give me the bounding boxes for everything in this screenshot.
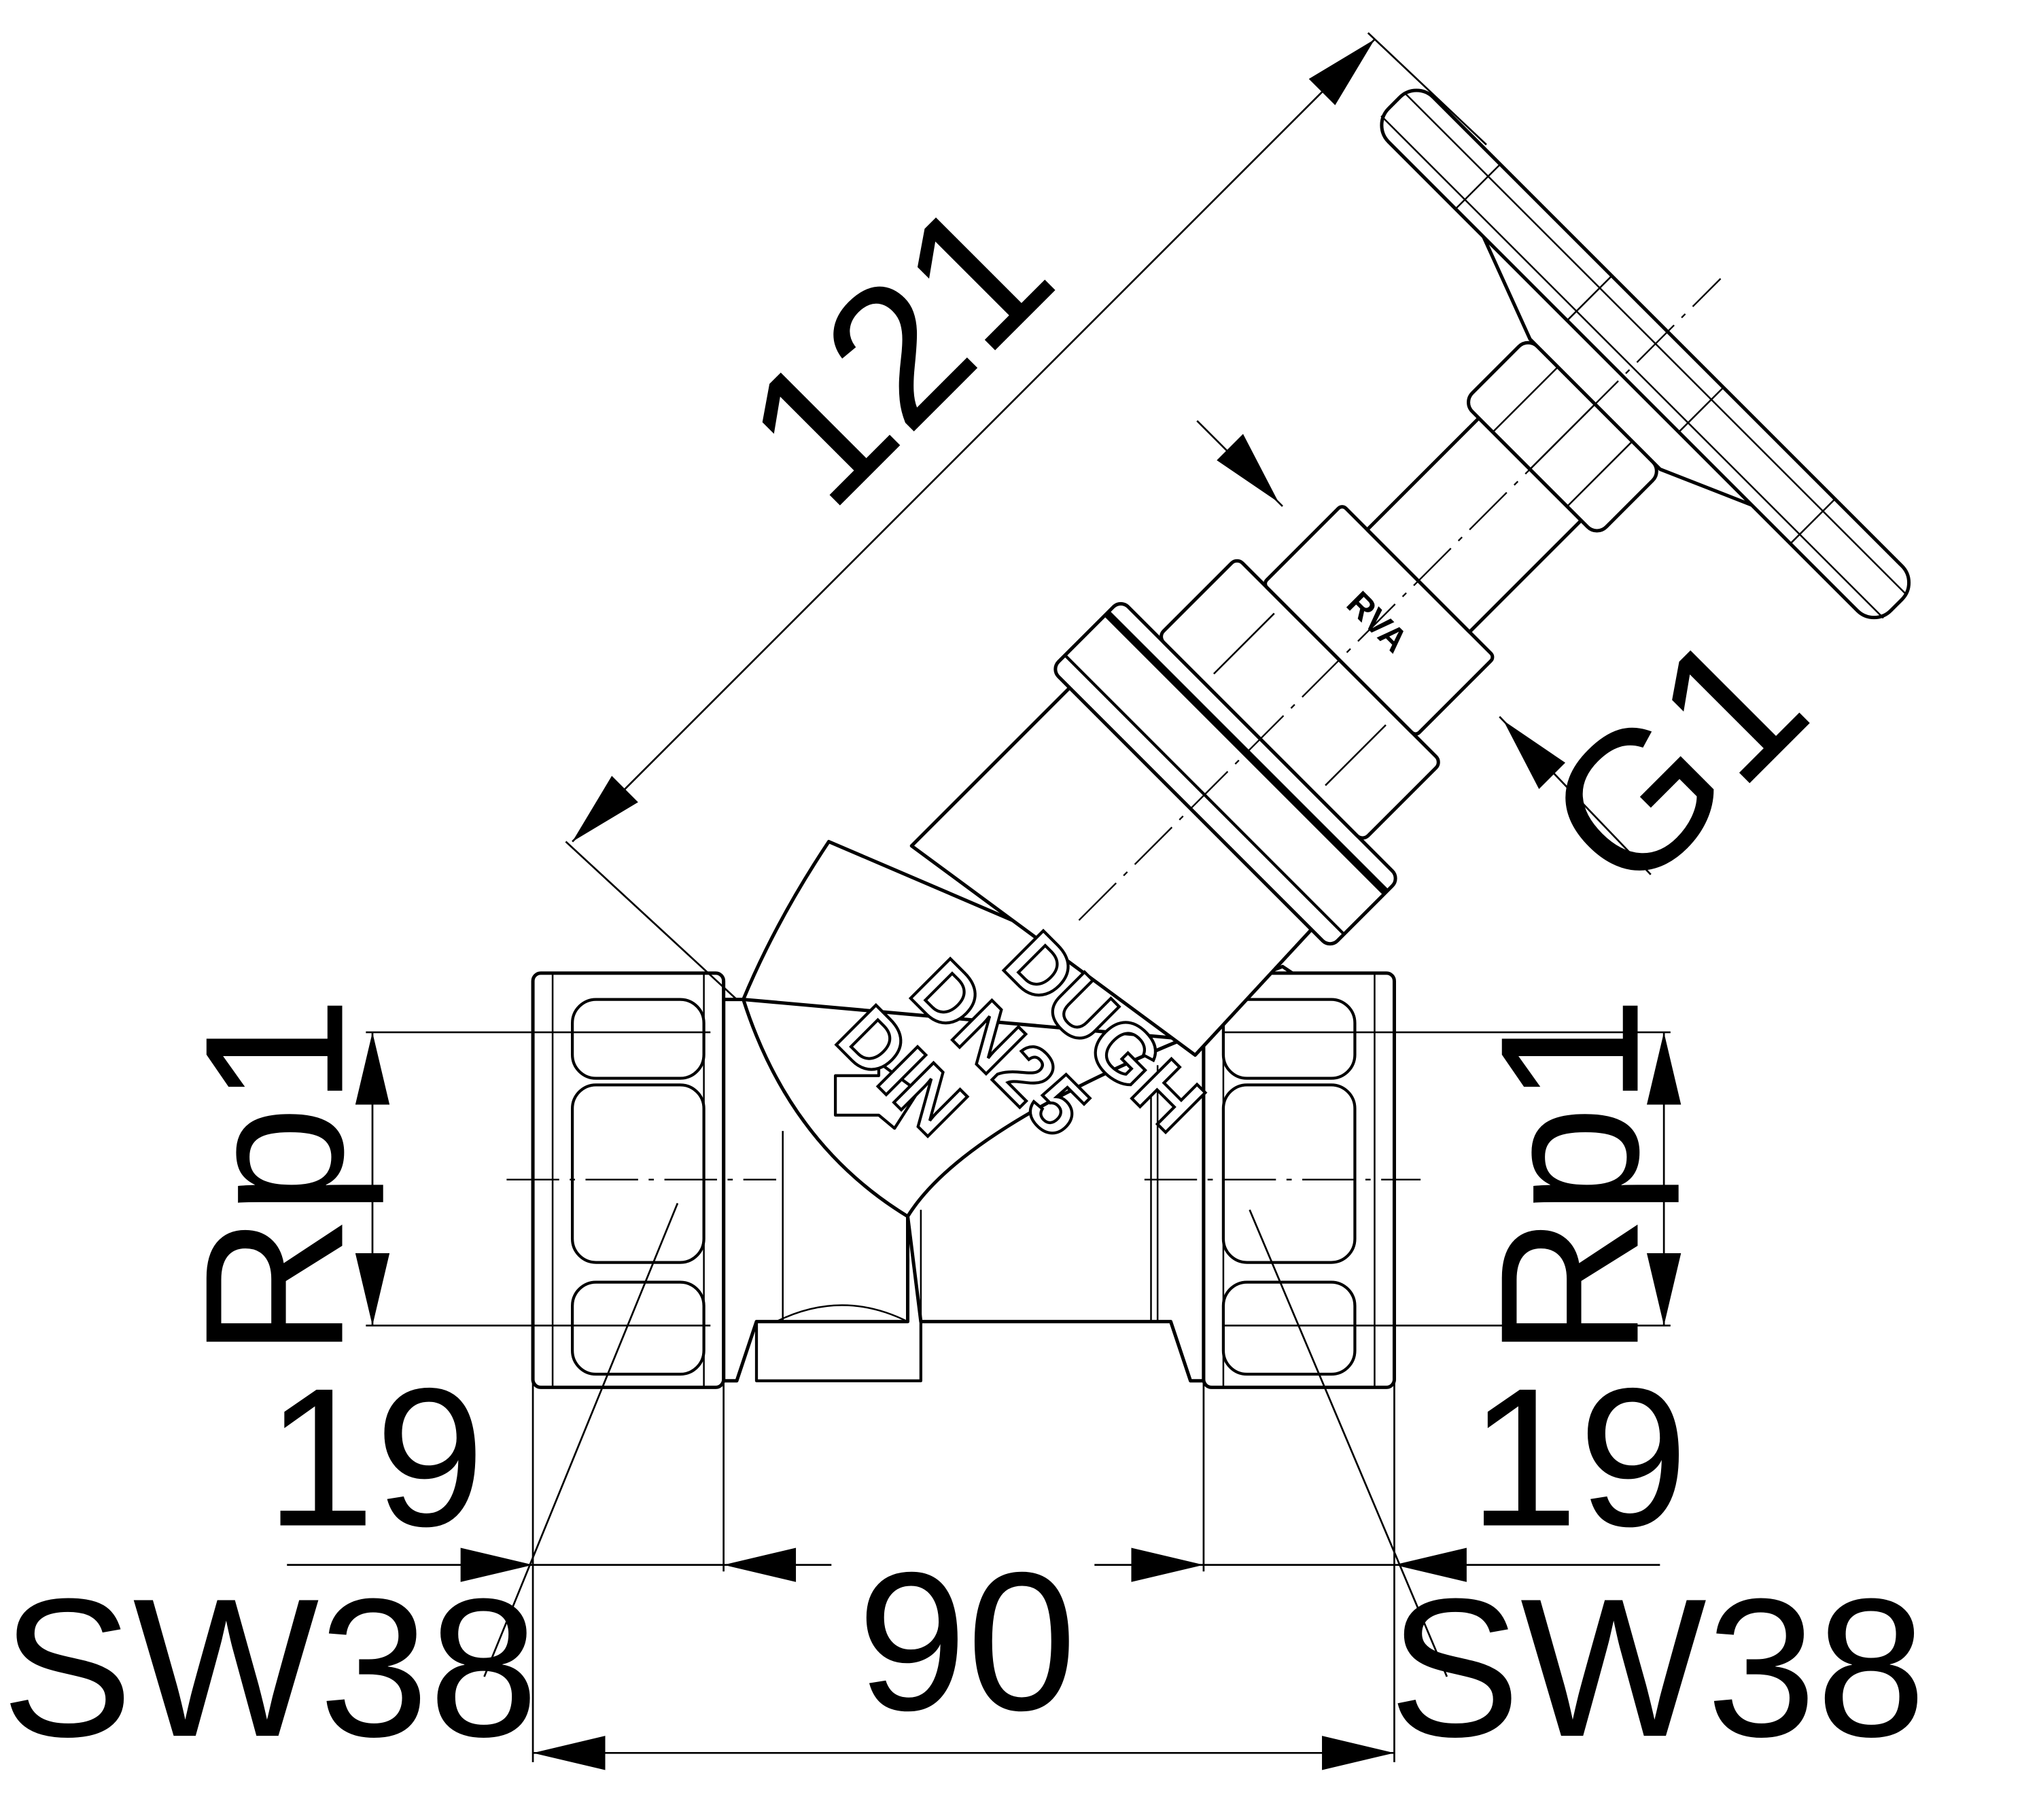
- dim-19-left-label: 19: [265, 1347, 485, 1568]
- wrench-size-right: SW38: [1249, 1209, 1926, 1778]
- dim-90-label: 90: [857, 1530, 1077, 1751]
- valve-bonnet-assembly: RVA: [909, 88, 1911, 1057]
- right-end-nut: [1202, 971, 1396, 1389]
- wrench-size-left: SW38: [1, 1202, 679, 1778]
- wrench-right-label: SW38: [1389, 1557, 1925, 1778]
- flow-direction-arrow-icon: [833, 1061, 920, 1130]
- valve-body: [506, 839, 1421, 1389]
- wrench-left-label: SW38: [1, 1557, 538, 1778]
- dim-19-right-label: 19: [1469, 1347, 1688, 1568]
- dimension-rp1-right: Rp1: [1223, 996, 1681, 1358]
- dimension-19-left: 19: [265, 1347, 832, 1762]
- dimension-rp1-left: Rp1: [163, 996, 711, 1358]
- dim-rp1-right-label: Rp1: [1459, 996, 1680, 1358]
- dim-121-label: 121: [703, 157, 1092, 546]
- dim-rp1-left-label: Rp1: [163, 996, 385, 1358]
- dimension-90: 90: [533, 1530, 1395, 1770]
- dim-g1-label: G1: [1504, 590, 1847, 932]
